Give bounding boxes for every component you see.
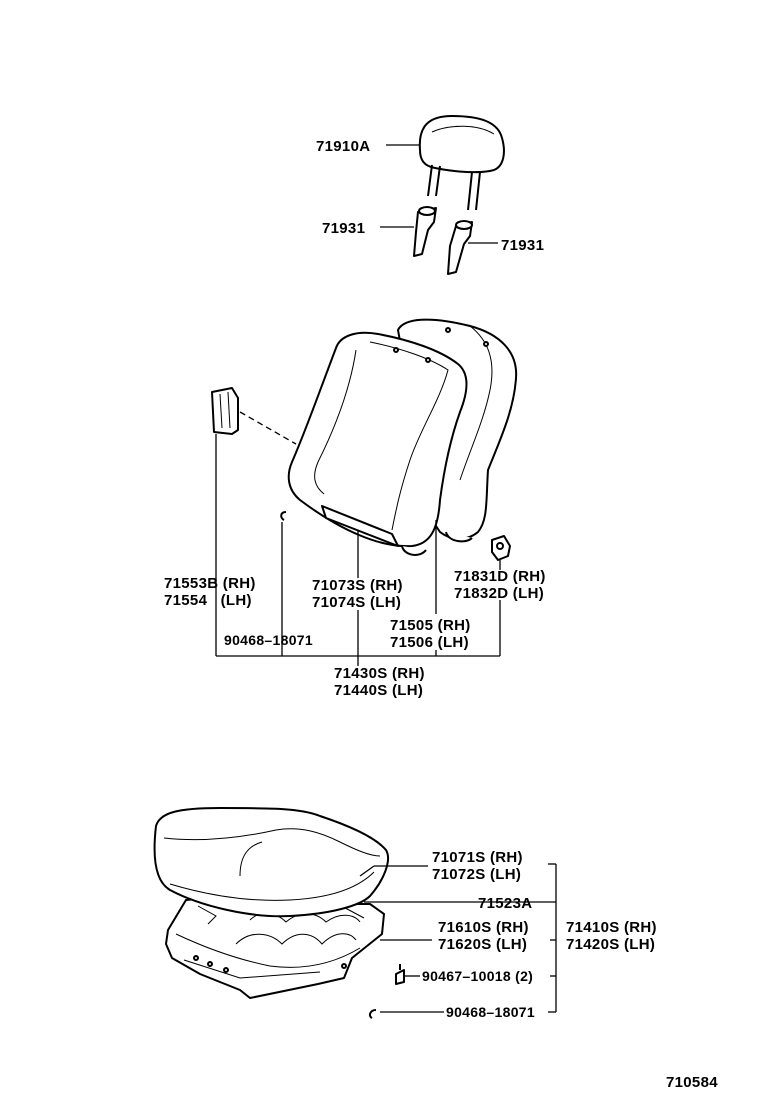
label-support-right: 71931 [501, 237, 544, 254]
label-back-frame-lh: 71506 (LH) [390, 634, 469, 651]
support-right-drawing [447, 220, 473, 275]
label-cushion-frame-rh: 71610S (RH) [438, 919, 529, 936]
label-hog-ring-back: 90468–18071 [224, 632, 313, 648]
label-back-assy-lh: 71440S (LH) [334, 682, 423, 699]
label-cushion-frame-lh: 71620S (LH) [438, 936, 527, 953]
headrest-drawing [418, 115, 505, 211]
diagram-id: 710584 [666, 1074, 718, 1091]
label-cushion-cover-rh: 71071S (RH) [432, 849, 523, 866]
support-left-drawing [413, 206, 437, 257]
hog-ring-cushion-drawing [368, 1009, 377, 1019]
seat-cushion-drawing [153, 807, 389, 999]
label-back-frame-rh: 71505 (RH) [390, 617, 471, 634]
label-hinge-cover-rh: 71831D (RH) [454, 568, 546, 585]
label-support-left: 71931 [322, 220, 365, 237]
label-back-cover-a-rh: 71553B (RH) [164, 575, 256, 592]
hog-ring-back-drawing [280, 511, 287, 521]
label-back-cover-a-lh: 71554 (LH) [164, 592, 252, 609]
back-cover-a-drawing [211, 387, 239, 435]
seat-back-drawing [287, 318, 518, 556]
screw-drawing [395, 964, 405, 985]
label-cushion-assy-lh: 71420S (LH) [566, 936, 655, 953]
label-headrest: 71910A [316, 138, 370, 155]
label-cushion-pad: 71523A [478, 895, 532, 912]
label-hog-ring-cushion: 90468–18071 [446, 1004, 535, 1020]
label-back-cover-rh: 71073S (RH) [312, 577, 403, 594]
label-cushion-assy-rh: 71410S (RH) [566, 919, 657, 936]
hinge-cover-drawing [491, 535, 511, 561]
label-hinge-cover-lh: 71832D (LH) [454, 585, 544, 602]
label-back-cover-lh: 71074S (LH) [312, 594, 401, 611]
label-screw: 90467–10018 (2) [422, 968, 533, 984]
label-back-assy-rh: 71430S (RH) [334, 665, 425, 682]
label-cushion-cover-lh: 71072S (LH) [432, 866, 521, 883]
